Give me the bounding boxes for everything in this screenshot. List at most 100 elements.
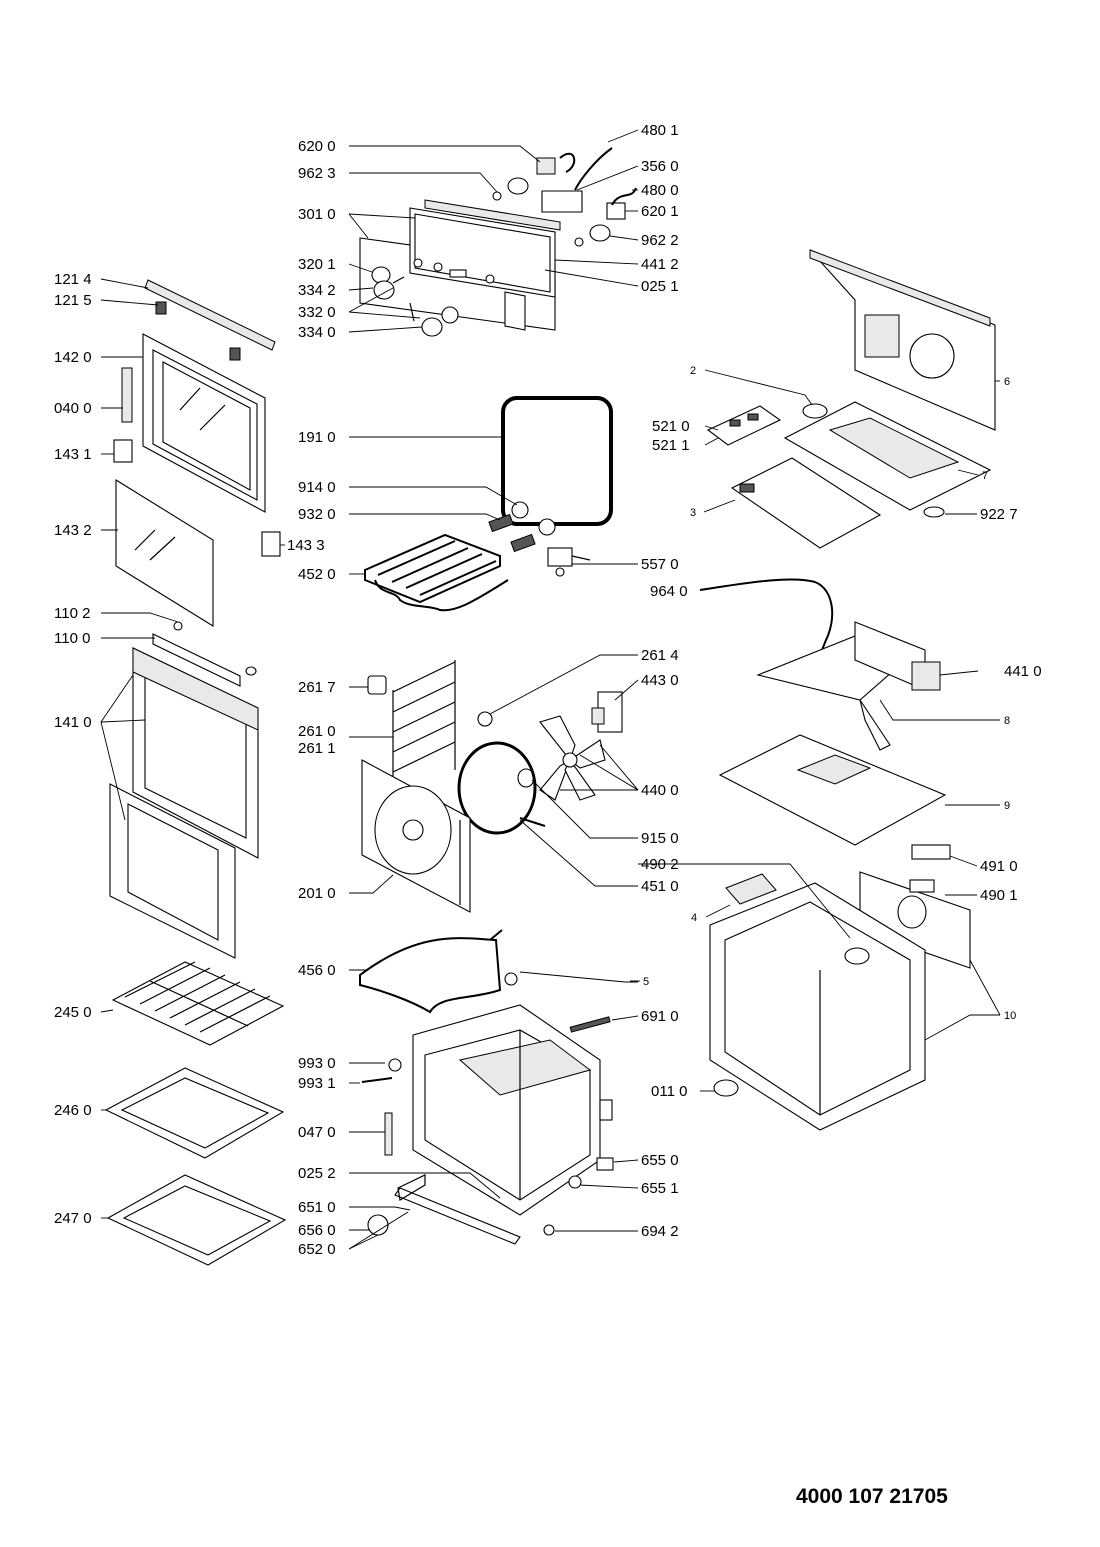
rear-panel — [809, 249, 996, 431]
top-switches — [492, 147, 637, 247]
callout-143-2: 143 2 — [54, 522, 92, 539]
part-drawings — [104, 147, 996, 1266]
door-hinges — [113, 367, 281, 557]
callout-620-1: 620 1 — [641, 203, 679, 220]
callout-334-2: 334 2 — [298, 282, 336, 299]
callout-441-2: 441 2 — [641, 256, 679, 273]
callout-456-0: 456 0 — [298, 962, 336, 979]
callout-3: 3 — [690, 507, 696, 519]
part-callouts: 480 1 620 0 356 0 962 3 480 0 301 0 620 … — [54, 122, 1042, 1258]
callout-261-1: 261 1 — [298, 740, 336, 757]
wire-shelf — [111, 961, 285, 1046]
fan-blade — [517, 715, 606, 801]
callout-246-0: 246 0 — [54, 1102, 92, 1119]
callout-962-3: 962 3 — [298, 165, 336, 182]
callout-301-0: 301 0 — [298, 206, 336, 223]
bottom-heating-element — [359, 929, 503, 1014]
callout-332-0: 332 0 — [298, 304, 336, 321]
cooling-fan-assembly — [699, 578, 941, 751]
document-number: 4000 107 21705 — [796, 1485, 948, 1508]
callout-121-4: 121 4 — [54, 271, 92, 288]
callout-7: 7 — [982, 470, 988, 482]
callout-261-4: 261 4 — [641, 647, 679, 664]
callout-2: 2 — [690, 365, 696, 377]
thermostat — [547, 547, 591, 577]
callout-356-0: 356 0 — [641, 158, 679, 175]
callout-440-0: 440 0 — [641, 782, 679, 799]
callout-247-0: 247 0 — [54, 1210, 92, 1227]
callout-143-1: 143 1 — [54, 446, 92, 463]
baking-tray — [104, 1067, 285, 1159]
callout-480-0: 480 0 — [641, 182, 679, 199]
circular-heating-element — [457, 741, 546, 835]
callout-521-1: 521 1 — [652, 437, 690, 454]
fan-motor — [477, 691, 623, 733]
electronic-board — [706, 405, 782, 446]
callout-443-0: 443 0 — [641, 672, 679, 689]
deep-tray — [106, 1174, 287, 1266]
control-knobs — [371, 266, 459, 337]
callout-6: 6 — [1004, 376, 1010, 388]
callout-261-7: 261 7 — [298, 679, 336, 696]
callout-962-2: 962 2 — [641, 232, 679, 249]
callout-047-0: 047 0 — [298, 1124, 336, 1141]
callout-334-0: 334 0 — [298, 324, 336, 341]
callout-557-0: 557 0 — [641, 556, 679, 573]
callout-651-0: 651 0 — [298, 1199, 336, 1216]
bottom-plate — [718, 734, 947, 846]
callout-9: 9 — [1004, 800, 1010, 812]
callout-5: 5 — [643, 976, 649, 988]
callout-993-1: 993 1 — [298, 1075, 336, 1092]
callout-490-1: 490 1 — [980, 887, 1018, 904]
leader-lines — [100, 129, 1001, 1250]
callout-025-2: 025 2 — [298, 1165, 336, 1182]
callout-521-0: 521 0 — [652, 418, 690, 435]
lamp-parts — [488, 501, 556, 553]
shelf-rack — [367, 660, 456, 800]
outer-door — [109, 633, 259, 959]
callout-656-0: 656 0 — [298, 1222, 336, 1239]
callout-491-0: 491 0 — [980, 858, 1018, 875]
callout-320-1: 320 1 — [298, 256, 336, 273]
callout-993-0: 993 0 — [298, 1055, 336, 1072]
callout-452-0: 452 0 — [298, 566, 336, 583]
callout-261-0: 261 0 — [298, 723, 336, 740]
callout-110-2: 110 2 — [54, 605, 90, 622]
callout-691-0: 691 0 — [641, 1008, 679, 1025]
callout-110-0: 110 0 — [54, 630, 90, 647]
callout-694-2: 694 2 — [641, 1223, 679, 1240]
callout-620-0: 620 0 — [298, 138, 336, 155]
callout-652-0: 652 0 — [298, 1241, 336, 1258]
callout-141-0: 141 0 — [54, 714, 92, 731]
control-panel-part — [359, 199, 561, 331]
callout-490-2: 490 2 — [641, 856, 679, 873]
callout-201-0: 201 0 — [298, 885, 336, 902]
callout-245-0: 245 0 — [54, 1004, 92, 1021]
callout-964-0: 964 0 — [650, 583, 688, 600]
callout-441-0: 441 0 — [1004, 663, 1042, 680]
callout-143-3: 143 3 — [287, 537, 325, 554]
grill-element — [364, 533, 509, 612]
callout-040-0: 040 0 — [54, 400, 92, 417]
cover-plate — [730, 457, 882, 549]
callout-480-1: 480 1 — [641, 122, 679, 139]
callout-4: 4 — [691, 912, 697, 924]
oven-cavity — [412, 1004, 613, 1216]
door-glass-panel — [115, 479, 214, 631]
callout-121-5: 121 5 — [54, 292, 92, 309]
oven-housing — [709, 882, 926, 1131]
fan-cover — [361, 759, 471, 913]
callout-655-0: 655 0 — [641, 1152, 679, 1169]
oven-door-inner-frame — [142, 279, 276, 513]
callout-191-0: 191 0 — [298, 429, 336, 446]
callout-142-0: 142 0 — [54, 349, 92, 366]
callout-025-1: 025 1 — [641, 278, 679, 295]
callout-914-0: 914 0 — [298, 479, 336, 496]
callout-451-0: 451 0 — [641, 878, 679, 895]
callout-915-0: 915 0 — [641, 830, 679, 847]
callout-10: 10 — [1004, 1010, 1016, 1022]
callout-011-0: 011 0 — [651, 1083, 687, 1100]
door-gasket — [501, 396, 613, 526]
callout-8: 8 — [1004, 715, 1010, 727]
